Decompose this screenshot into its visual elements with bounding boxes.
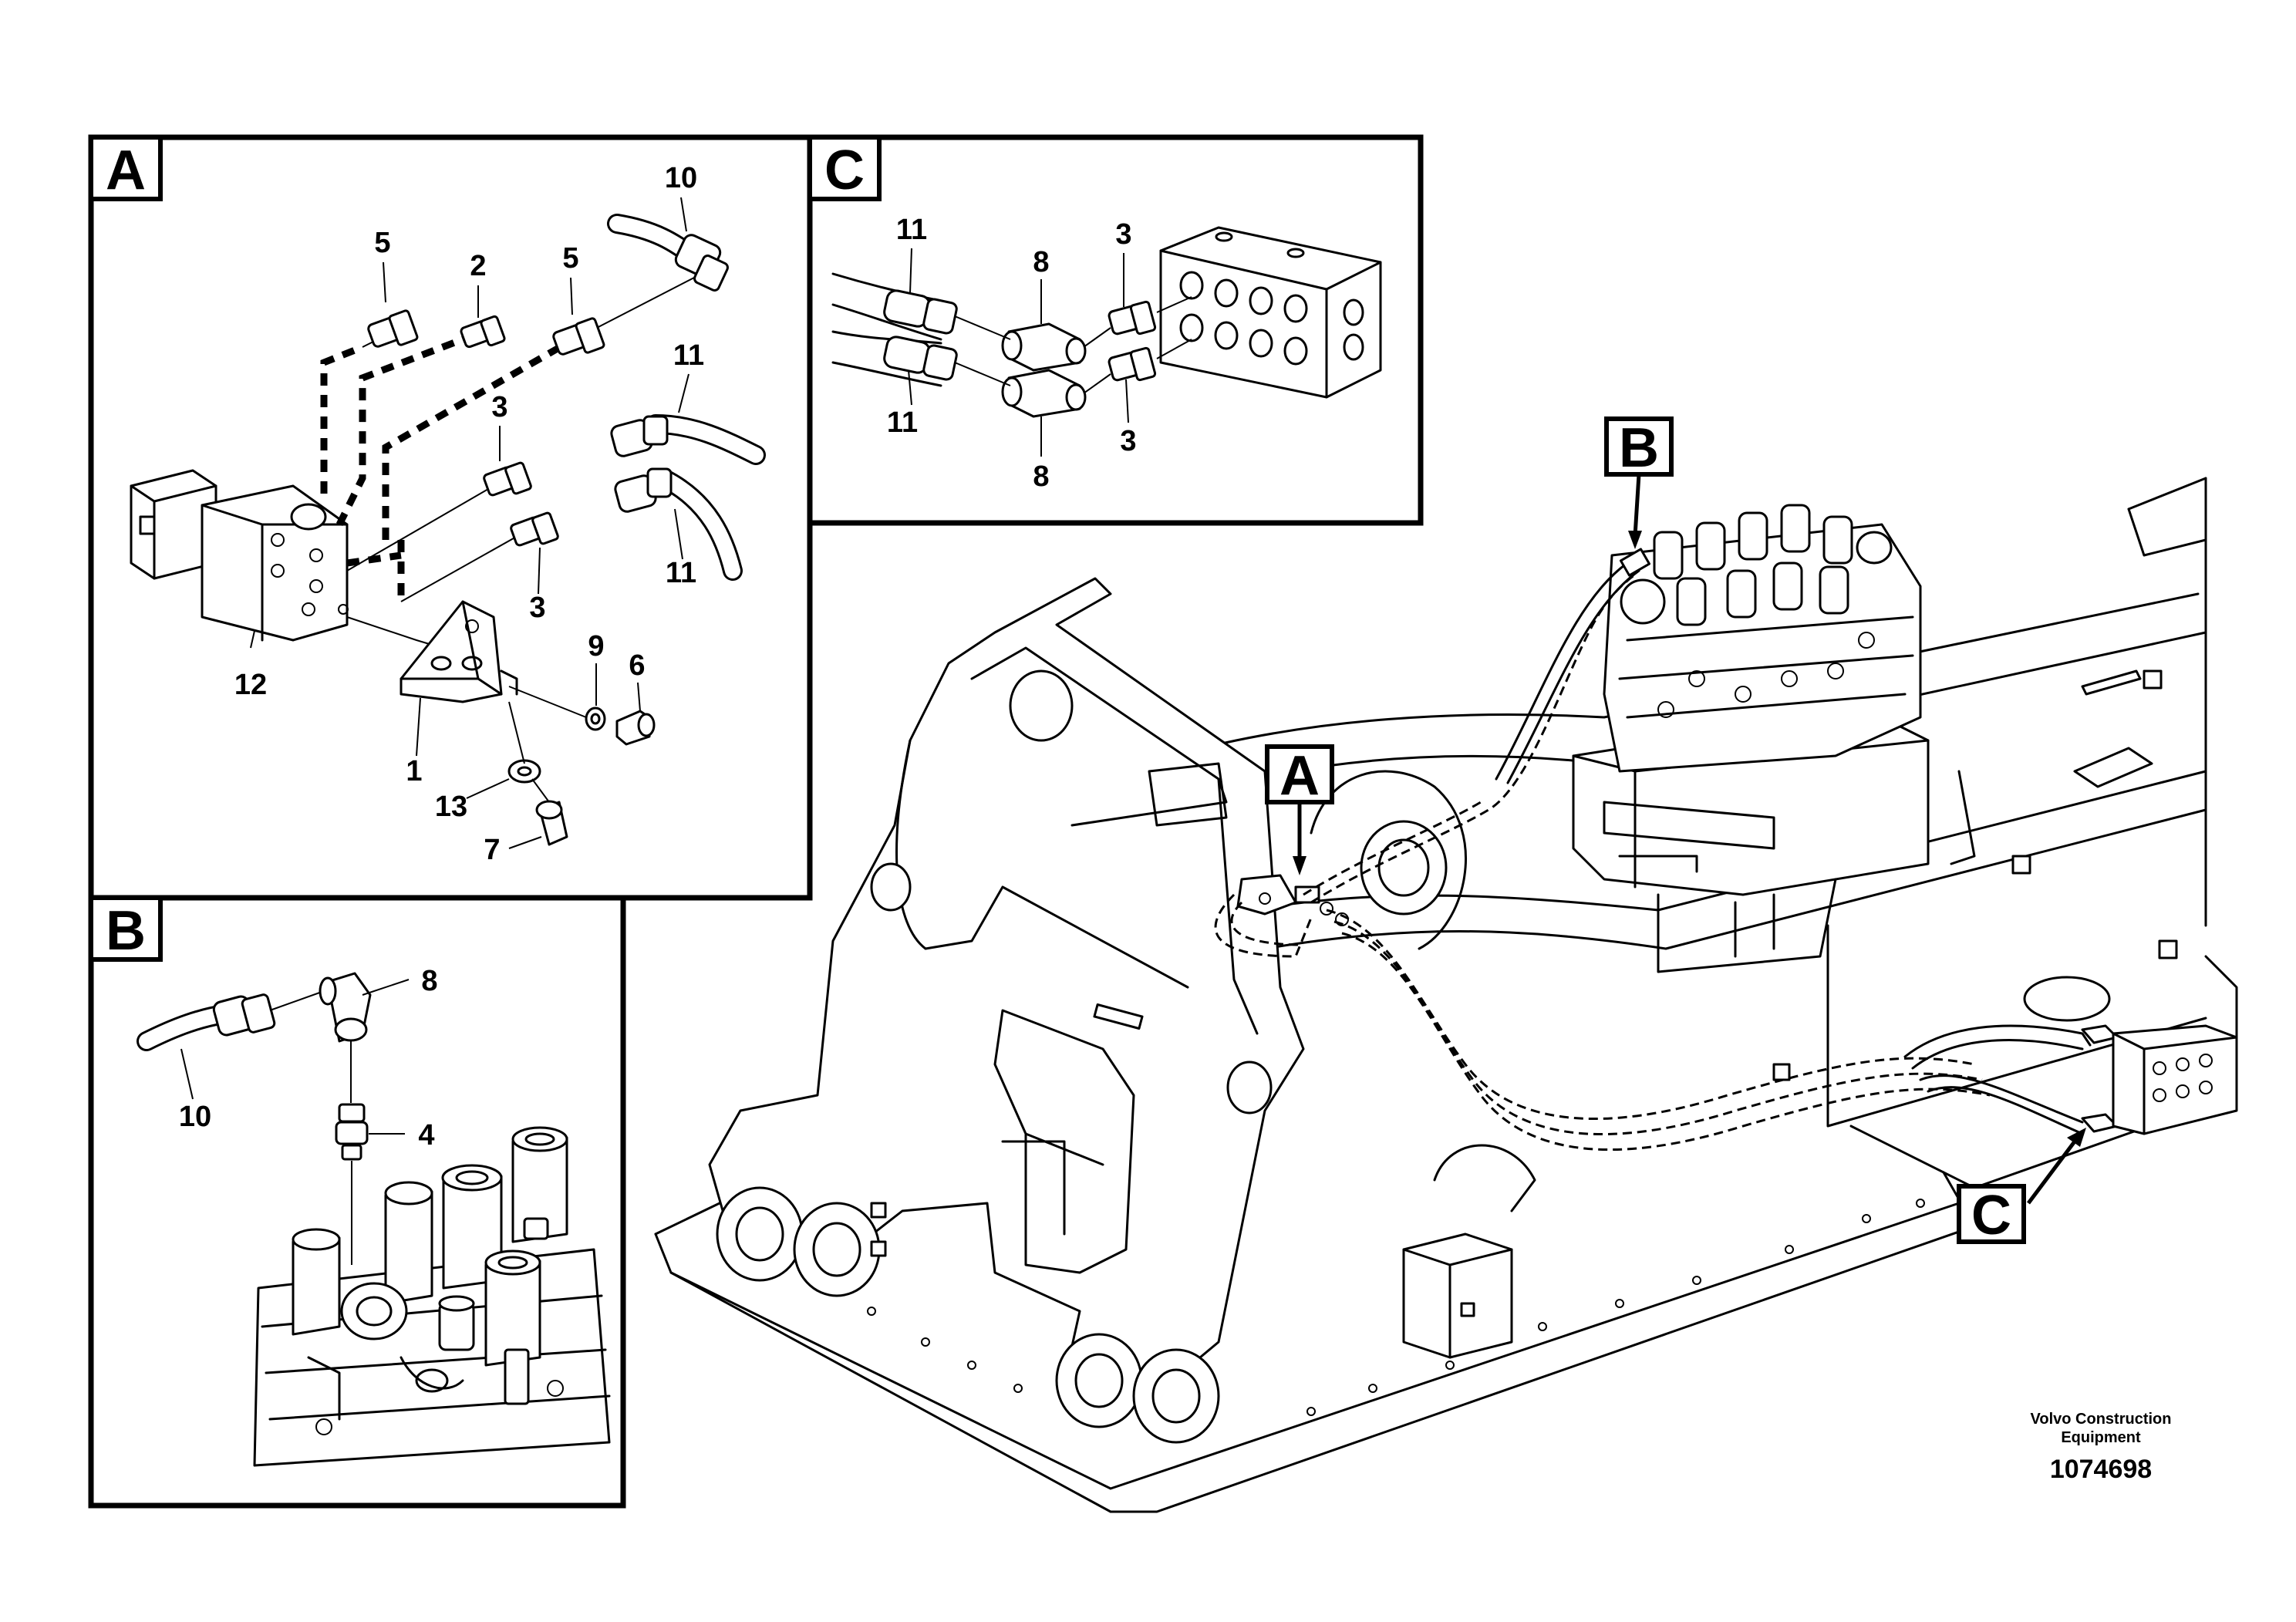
adapter-3-upper <box>1108 300 1157 336</box>
panel-b-letter: B <box>106 900 146 962</box>
panel-c-letter: C <box>824 140 865 201</box>
callout-11: 11 <box>666 557 696 589</box>
hose-10-b <box>137 993 276 1051</box>
marker-a: A <box>1265 744 1334 875</box>
drawing-footer: Volvo Construction Equipment 1074698 <box>2031 1411 2172 1484</box>
hose-10 <box>607 214 729 292</box>
elbow-8-upper <box>1001 322 1087 372</box>
detail-panel-b: B <box>88 895 626 1509</box>
panel-b-leaders <box>180 979 410 1135</box>
callout-9: 9 <box>588 630 604 663</box>
callout-4: 4 <box>418 1119 434 1152</box>
fitting-5-left <box>367 309 419 348</box>
solenoid-valve <box>130 469 349 642</box>
connector-block <box>1159 226 1382 399</box>
callout-3: 3 <box>491 391 507 423</box>
marker-b: B <box>1604 416 1674 549</box>
fitting-3-upper <box>483 461 532 497</box>
solenoid-coils <box>292 1126 568 1405</box>
detail-panel-c: C <box>807 134 1424 526</box>
base-plate-holes <box>867 1199 1925 1416</box>
elbow-8-b <box>319 972 372 1043</box>
callout-1: 1 <box>406 755 422 787</box>
fitting-3-lower <box>510 511 559 547</box>
callout-3: 3 <box>529 592 545 624</box>
detail-panel-a: A <box>88 134 813 901</box>
bracket <box>400 600 518 703</box>
callout-8: 8 <box>1033 460 1049 493</box>
company-name-line1: Volvo Construction <box>2031 1411 2172 1428</box>
callout-10: 10 <box>179 1101 211 1133</box>
marker-b-letter: B <box>1619 417 1659 479</box>
company-name-line2: Equipment <box>2061 1429 2141 1446</box>
hose-11-lower <box>614 467 743 581</box>
panel-a-letter: A <box>106 140 146 201</box>
hose-11-upper <box>610 414 766 465</box>
panel-c-leaders <box>908 248 1129 457</box>
callout-12: 12 <box>234 669 267 701</box>
hose-routing <box>1214 548 2092 1152</box>
callout-7: 7 <box>484 834 500 866</box>
callout-8: 8 <box>421 965 437 997</box>
panel-a-leaders <box>250 197 689 849</box>
drawing-number: 1074698 <box>2050 1455 2152 1484</box>
marker-c: C <box>1957 1128 2086 1246</box>
control-valve-detail <box>253 1126 611 1467</box>
callout-5: 5 <box>374 227 390 259</box>
washer-9 <box>585 706 606 731</box>
main-view: A B C <box>654 416 2238 1513</box>
callout-3: 3 <box>1115 218 1131 251</box>
control-valve-assembly <box>1572 504 1976 973</box>
connector-ports <box>1179 271 1364 366</box>
boom-swing-bracket <box>708 577 1467 1444</box>
hose-11-c-lower <box>883 336 958 381</box>
marker-c-letter: C <box>1971 1185 2011 1246</box>
callout-13: 13 <box>435 791 467 823</box>
selector-valve-small <box>1236 874 1349 926</box>
callout-11: 11 <box>887 406 918 439</box>
connector-block-c <box>2081 1024 2238 1135</box>
adapter-3-lower <box>1108 346 1157 382</box>
fitting-5-right <box>552 317 605 356</box>
fitting-2 <box>460 315 506 349</box>
washer-13 <box>507 759 541 784</box>
marker-a-letter: A <box>1279 745 1320 807</box>
callout-10: 10 <box>665 162 697 194</box>
mounting-post <box>1402 1144 1536 1359</box>
callout-8: 8 <box>1033 246 1049 278</box>
callout-11: 11 <box>673 339 704 372</box>
callout-6: 6 <box>629 649 645 682</box>
bolt-7 <box>535 800 568 846</box>
callout-5: 5 <box>562 242 578 275</box>
callout-11: 11 <box>896 214 927 246</box>
adapter-4 <box>335 1103 369 1161</box>
callout-2: 2 <box>470 250 486 282</box>
callout-3: 3 <box>1120 425 1136 457</box>
hose-11-c-upper <box>883 289 958 335</box>
valve-solenoids <box>1620 504 1893 626</box>
